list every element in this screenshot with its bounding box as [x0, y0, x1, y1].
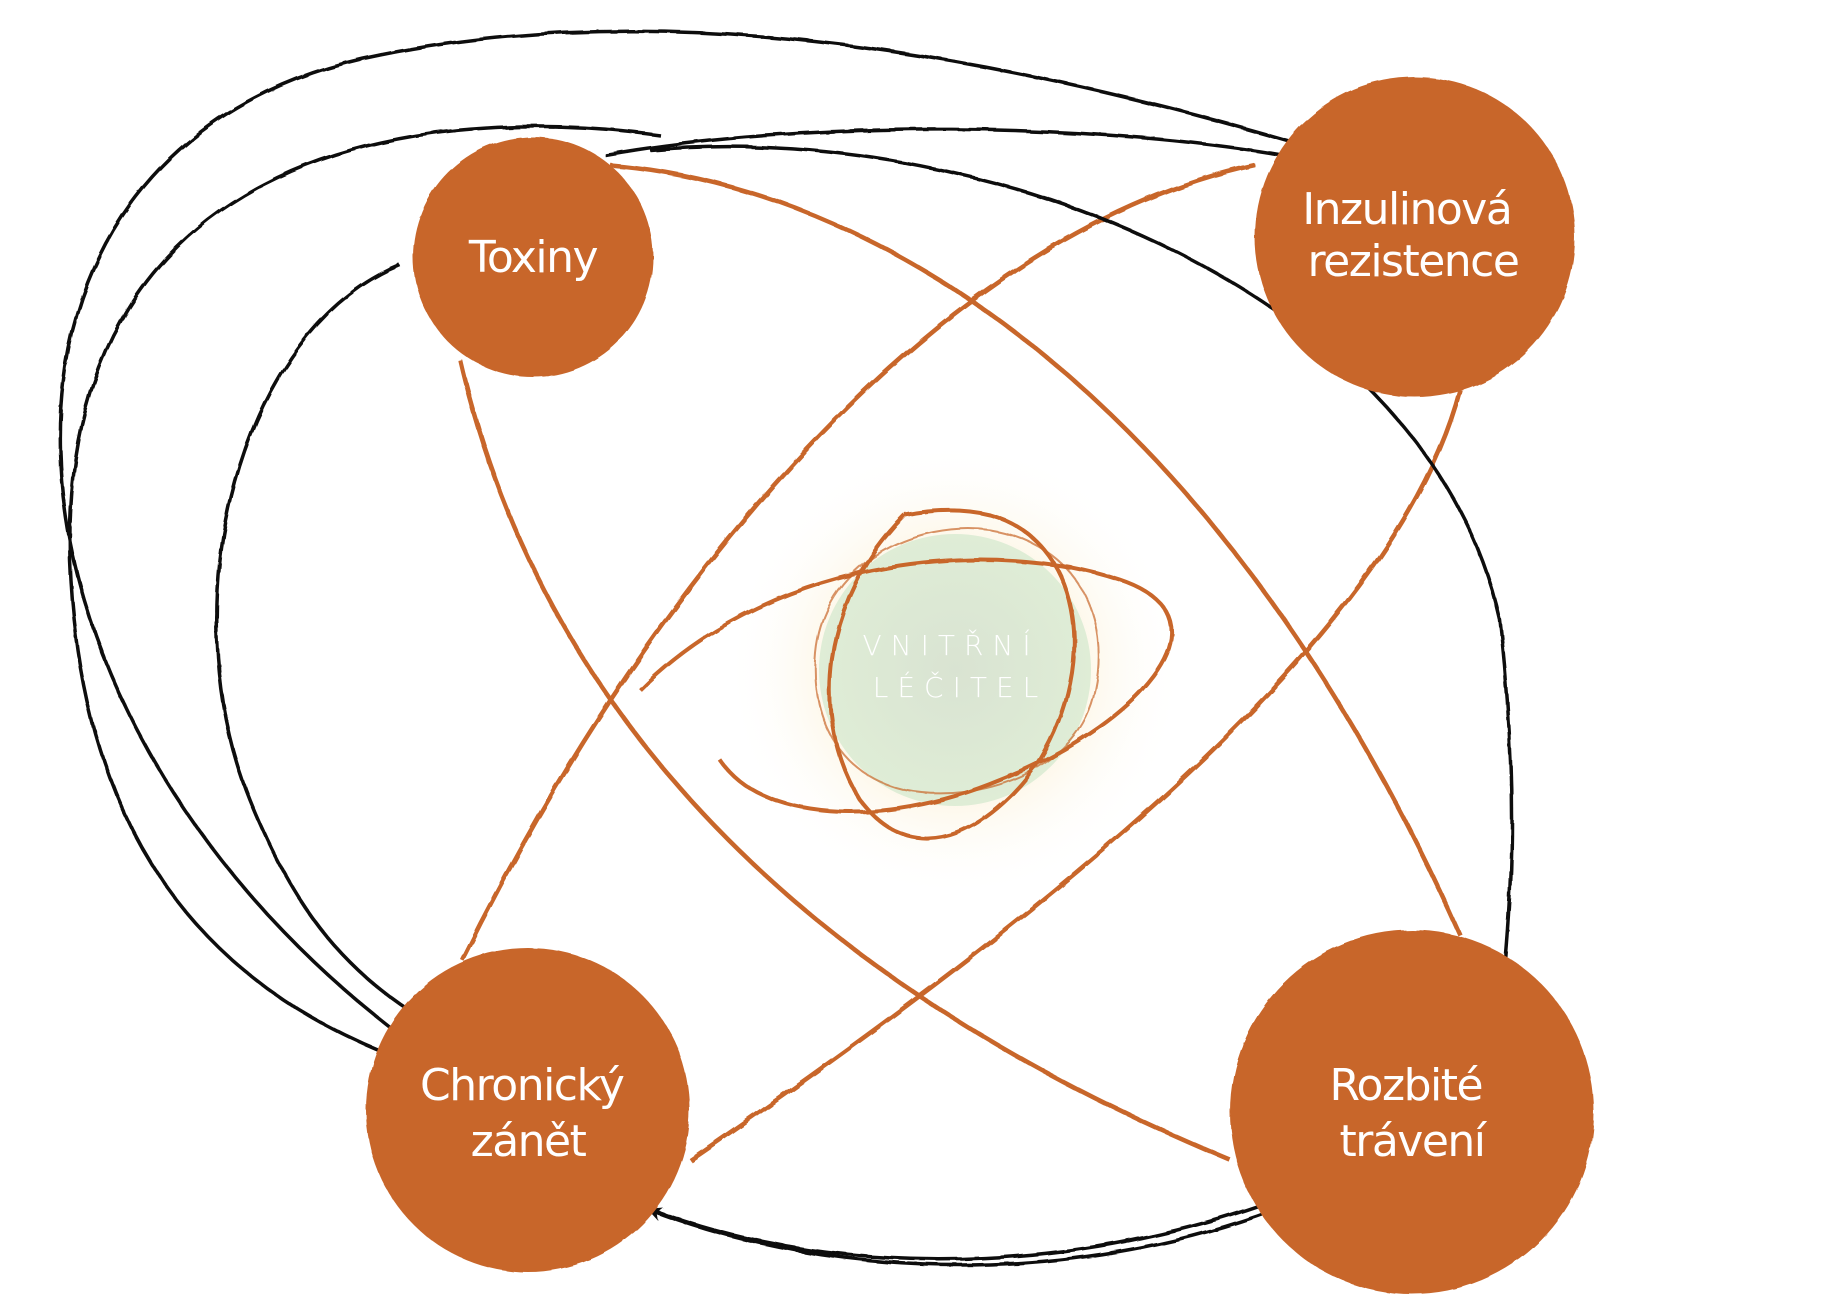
node-toxiny-label: Toxiny: [468, 232, 598, 283]
orbit-inner-horizontal: [638, 557, 1174, 814]
arrow-rozbite-to-chronicky: [647, 1198, 1301, 1267]
arrow-toxiny-to-inzulinova: [604, 127, 1313, 165]
node-chronicky-label: Chronický zánět: [420, 1060, 636, 1167]
node-inzulinova-label: Inzulinová rezistence: [1302, 184, 1524, 287]
arrow-toxiny-to-rozbite: [649, 145, 1514, 1013]
center-disc: [819, 534, 1091, 806]
node-inzulinova: Inzulinová rezistence: [1255, 77, 1575, 397]
arrows: [58, 29, 1514, 1267]
node-toxiny: Toxiny: [413, 137, 653, 377]
arrow-chronicky-to-inzulinova-outer: [58, 29, 1323, 1037]
node-rozbite-circle: [1230, 930, 1594, 1294]
node-chronicky-circle: [366, 948, 690, 1272]
center-node: [725, 440, 1185, 900]
orbits: [457, 162, 1463, 1163]
node-rozbite-label: Rozbité trávení: [1329, 1060, 1494, 1167]
node-rozbite: Rozbité trávení: [1230, 930, 1594, 1294]
arrow-toxiny-to-chronicky-inner: [215, 263, 428, 1022]
arrow-chronicky-to-rozbite: [639, 1178, 1328, 1261]
orbit-inner-ring: [813, 527, 1100, 795]
center-label: VNITŘNÍ LÉČITEL: [862, 628, 1057, 704]
orbit-toxiny-rozbite-a: [609, 162, 1463, 936]
node-inzulinova-circle: [1255, 77, 1575, 397]
node-toxiny-circle: [413, 137, 653, 377]
node-chronicky: Chronický zánět: [366, 948, 690, 1272]
orbit-inner-vertical: [827, 508, 1077, 841]
orbit-inzulinova-chronicky-a: [459, 162, 1256, 961]
orbit-inzulinova-chronicky-b: [688, 389, 1463, 1162]
arrow-toxiny-to-chronicky-outer: [68, 124, 661, 1058]
orbit-toxiny-rozbite-b: [457, 359, 1231, 1163]
